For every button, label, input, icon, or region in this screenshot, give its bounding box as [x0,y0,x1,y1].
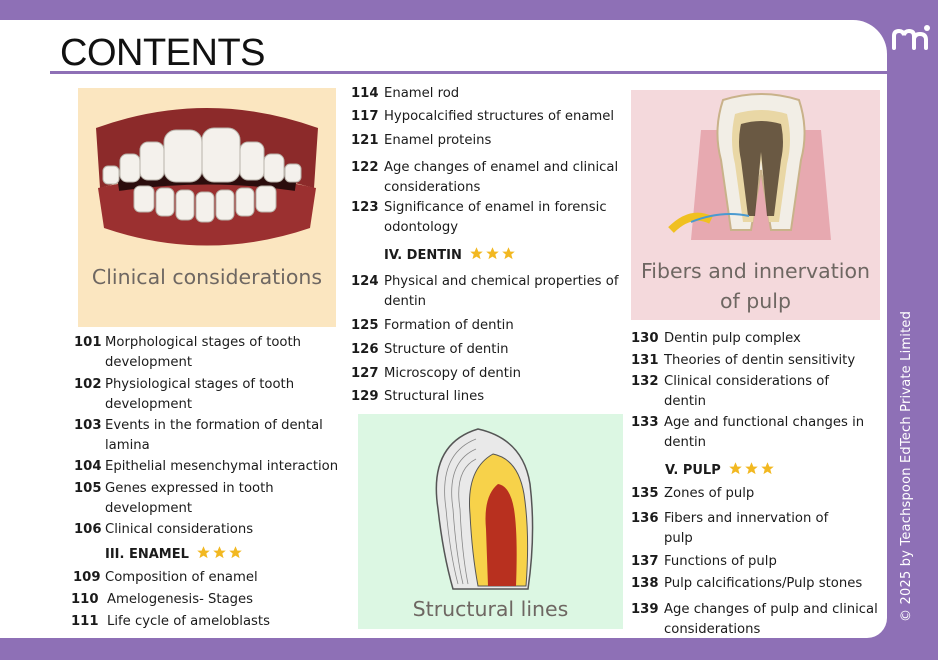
dentin-section-illustration [435,428,534,590]
copyright-notice: © 2025 by Teachspoon EdTech Private Limi… [899,310,914,622]
three-star-rating-icon [196,545,244,566]
page-title: CONTENTS [60,32,266,74]
three-star-rating-icon [728,461,776,482]
section-enamel-heading: III. ENAMEL [105,545,244,566]
fibers-innervation-panel: Fibers and innervation of pulp [631,90,880,320]
clinical-caption: Clinical considerations [91,265,323,289]
structural-lines-panel: Structural lines [358,414,623,629]
section-dentin-heading: IV. DENTIN [384,246,517,267]
structural-caption: Structural lines [412,597,569,621]
clinical-considerations-panel: Clinical considerations [78,88,336,327]
three-star-rating-icon [469,246,517,267]
title-underline [50,71,887,74]
tooth-pulp-illustration [668,93,831,240]
section-pulp-heading: V. PULP [665,461,776,482]
fibers-caption: Fibers and innervation of pulp [640,259,870,313]
brand-logo-icon [892,25,930,50]
teeth-illustration [96,108,318,246]
contents-page: CONTENTS [0,20,887,638]
